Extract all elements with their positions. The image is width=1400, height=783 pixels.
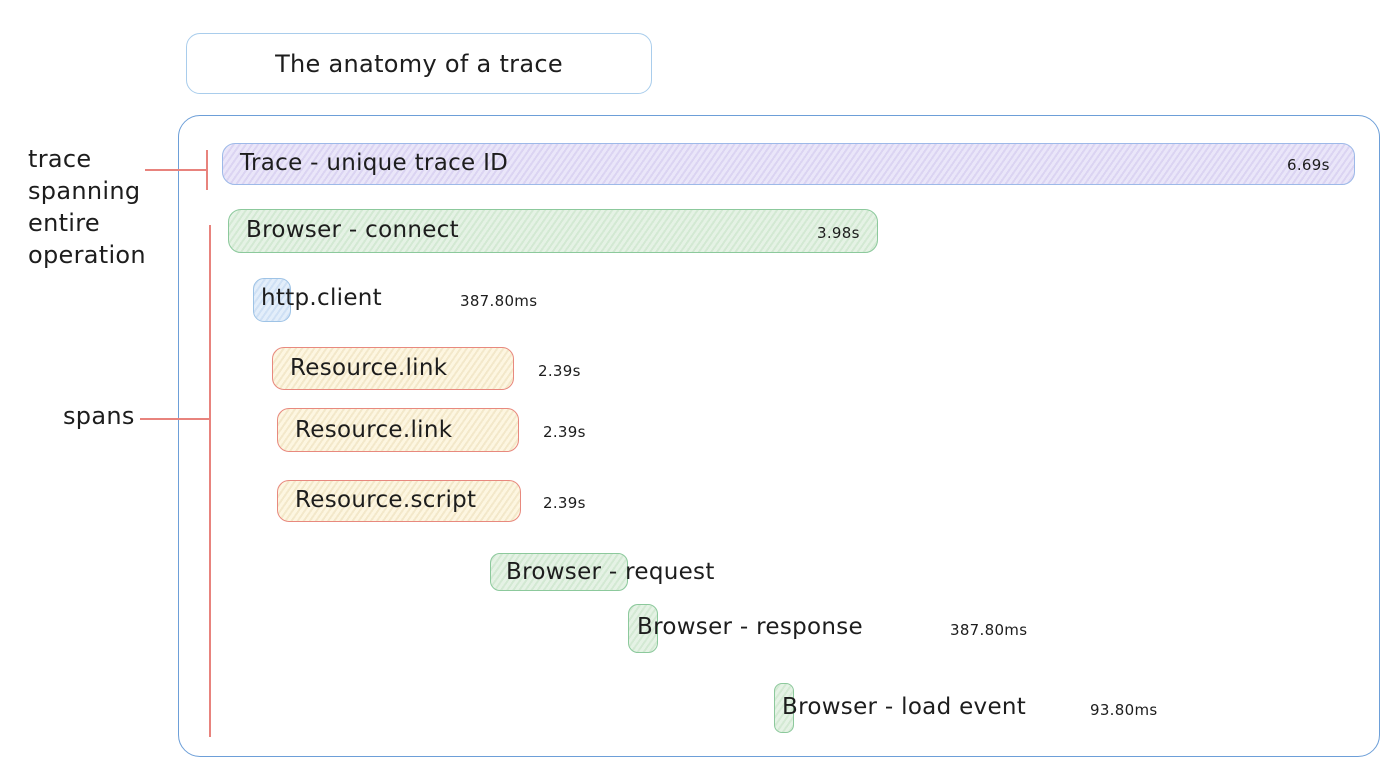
span-http-client-bar [253, 278, 291, 322]
trace-bar-duration: 6.69s [1287, 156, 1330, 174]
span-browser-load-event-duration: 93.80ms [1090, 701, 1158, 719]
span-resource-link-2-duration: 2.39s [543, 423, 586, 441]
span-resource-script-duration: 2.39s [543, 494, 586, 512]
span-resource-link-1-label: Resource.link [290, 355, 448, 381]
span-resource-script-bar [277, 480, 521, 522]
span-resource-script-label: Resource.script [295, 487, 477, 513]
span-browser-response-label: Browser - response [637, 614, 863, 640]
trace-pointer-tick [206, 150, 208, 190]
span-browser-load-event-bar [774, 683, 794, 733]
trace-pointer-line [145, 169, 207, 171]
annotation-trace-spanning: trace spanning entire operation [28, 145, 146, 269]
span-resource-link-2-bar [277, 408, 519, 452]
diagram-title: The anatomy of a trace [275, 49, 563, 78]
span-browser-response-duration: 387.80ms [950, 621, 1028, 639]
span-browser-response-bar [628, 604, 658, 653]
annotation-spans: spans [63, 402, 135, 430]
span-resource-link-1-duration: 2.39s [538, 362, 581, 380]
span-browser-request-bar [490, 553, 628, 591]
trace-bar [222, 143, 1355, 185]
trace-frame [178, 115, 1380, 757]
span-http-client-duration: 387.80ms [460, 292, 538, 310]
span-http-client-label: http.client [261, 285, 382, 311]
span-browser-connect-duration: 3.98s [817, 224, 860, 242]
span-browser-connect-label: Browser - connect [246, 217, 459, 243]
span-browser-load-event-label: Browser - load event [782, 694, 1027, 720]
span-browser-request-label: Browser - request [506, 559, 715, 585]
span-resource-link-1-bar [272, 347, 514, 390]
span-resource-link-2-label: Resource.link [295, 417, 453, 443]
trace-bar-label: Trace - unique trace ID [240, 150, 509, 176]
span-browser-connect-bar [228, 209, 878, 253]
title-box: The anatomy of a trace [186, 33, 652, 94]
spans-pointer-line [140, 418, 210, 420]
spans-bracket-line [209, 225, 211, 737]
